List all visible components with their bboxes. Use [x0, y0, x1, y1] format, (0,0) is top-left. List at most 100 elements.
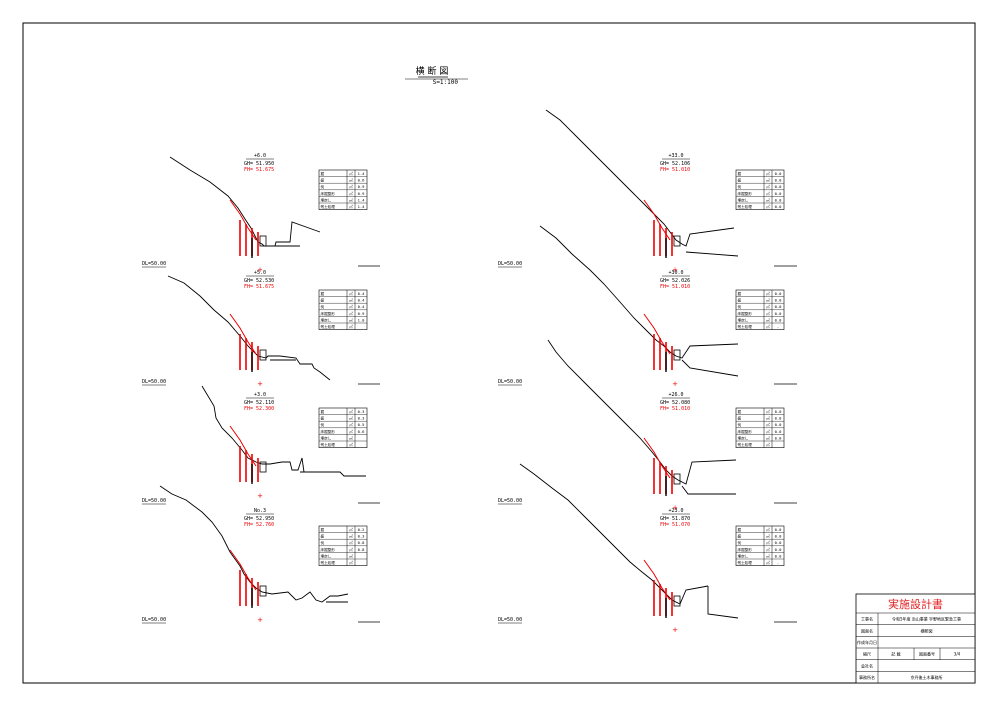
- area-unit: ㎡: [349, 191, 353, 196]
- road-line: [681, 359, 739, 377]
- finish-height: FH= 52.300: [244, 406, 274, 412]
- stamp-text: 実施設計書: [888, 597, 943, 611]
- sheet-border: [22, 22, 976, 684]
- area-value: 0.0: [775, 553, 783, 558]
- area-unit: ㎡: [349, 204, 353, 209]
- station-label: +23.0: [668, 508, 683, 514]
- area-value: 0.4: [358, 304, 366, 309]
- area-unit: ㎡: [766, 291, 770, 296]
- station-label: +5.0: [254, 270, 266, 276]
- finish-height: FH= 51.010: [660, 406, 690, 412]
- area-unit: ㎡: [766, 184, 770, 189]
- ground-line: [169, 156, 321, 247]
- area-unit: ㎡: [766, 311, 770, 316]
- area-unit: ㎡: [766, 429, 770, 434]
- title-block-frame: [855, 593, 976, 684]
- structure-block: [673, 235, 681, 247]
- area-value: 0.3: [358, 409, 365, 414]
- structure-block: [259, 461, 267, 473]
- area-row-label: 掘: [321, 527, 325, 532]
- area-row-label: 伐: [321, 304, 325, 309]
- area-unit: ㎡: [349, 317, 353, 322]
- area-unit: ㎡: [766, 409, 770, 414]
- center-mark: +: [672, 380, 678, 388]
- area-value: 0.9: [358, 191, 366, 196]
- datum-label: DL=50.00: [498, 617, 522, 623]
- datum-label: DL=50.00: [142, 498, 166, 504]
- area-unit: ㎡: [766, 298, 770, 303]
- structure-block: [673, 349, 681, 361]
- finish-height: FH= 52.760: [244, 522, 274, 528]
- center-mark: +: [257, 380, 263, 388]
- area-value: 0.0: [775, 171, 783, 176]
- area-value: 0.0: [775, 304, 783, 309]
- area-row-label: 盛: [738, 298, 742, 303]
- title-block-label: 事務所名: [859, 674, 875, 680]
- structure-block: [259, 585, 267, 597]
- area-value: 0.0: [775, 317, 783, 322]
- area-unit: ㎡: [349, 324, 353, 329]
- area-unit: ㎡: [349, 442, 353, 447]
- area-value: 0.9: [358, 311, 366, 316]
- area-unit: ㎡: [349, 197, 353, 202]
- area-row-label: 盛: [321, 298, 325, 303]
- area-value: -: [777, 324, 779, 329]
- title-block-value: 京丹後土木事務所: [911, 674, 943, 680]
- area-row-label: 残土処理: [738, 324, 753, 329]
- area-value: 0.0: [775, 435, 783, 440]
- area-row-label: 床掘整形: [321, 547, 336, 552]
- title-block-label: 図面名: [861, 627, 873, 633]
- area-row-label: 盛: [321, 534, 325, 539]
- area-unit: ㎡: [766, 534, 770, 539]
- area-row-label: 床掘整形: [738, 311, 753, 316]
- area-value: 0.2: [358, 527, 365, 532]
- station-label: +30.0: [668, 270, 683, 276]
- area-value: 0.0: [775, 184, 783, 189]
- area-row-label: 残土処理: [738, 204, 753, 209]
- title-block-value: 令和5年度 治山事業 宇野地区緊急工事: [892, 616, 961, 622]
- area-row-label: 残土処理: [738, 560, 753, 565]
- datum-label: DL=50.00: [498, 498, 522, 504]
- area-unit: ㎡: [766, 435, 770, 440]
- station-label: +6.0: [254, 153, 266, 159]
- area-row-label: 床掘整形: [738, 429, 753, 434]
- area-row-label: 伐: [321, 422, 325, 427]
- area-unit: ㎡: [349, 547, 353, 552]
- area-value: 1.0: [358, 317, 366, 322]
- ground-height: GH= 52.110: [244, 400, 274, 406]
- area-row-label: 床掘整形: [321, 191, 336, 196]
- ground-height: GH= 51.870: [660, 516, 690, 522]
- area-row-label: 伐: [738, 304, 742, 309]
- area-unit: ㎡: [349, 311, 353, 316]
- title-block-label: 会社名: [861, 662, 873, 668]
- area-unit: ㎡: [349, 435, 353, 440]
- title-block-value: 横断図: [921, 627, 933, 633]
- ground-height: GH= 51.950: [244, 161, 274, 167]
- area-unit: ㎡: [349, 422, 353, 427]
- area-value: 0.0: [775, 422, 783, 427]
- area-row-label: 床掘整形: [738, 547, 753, 552]
- area-unit: ㎡: [349, 560, 353, 565]
- area-unit: ㎡: [766, 171, 770, 176]
- area-value: 1.4: [358, 197, 366, 202]
- ground-line: [167, 275, 331, 381]
- area-unit: ㎡: [766, 324, 770, 329]
- title-block-label: 作成年月日: [857, 639, 877, 645]
- area-row-label: 埋戻し: [321, 435, 332, 440]
- ground-line: [201, 385, 366, 477]
- structure-block: [259, 235, 267, 247]
- area-value: 0.5: [358, 422, 365, 427]
- area-unit: ㎡: [766, 204, 770, 209]
- datum-label: DL=50.00: [498, 379, 522, 385]
- title-block: 実施設計書工事名令和5年度 治山事業 宇野地区緊急工事図面名横断図作成年月日縮尺…: [855, 593, 976, 684]
- area-row-label: 伐: [738, 184, 742, 189]
